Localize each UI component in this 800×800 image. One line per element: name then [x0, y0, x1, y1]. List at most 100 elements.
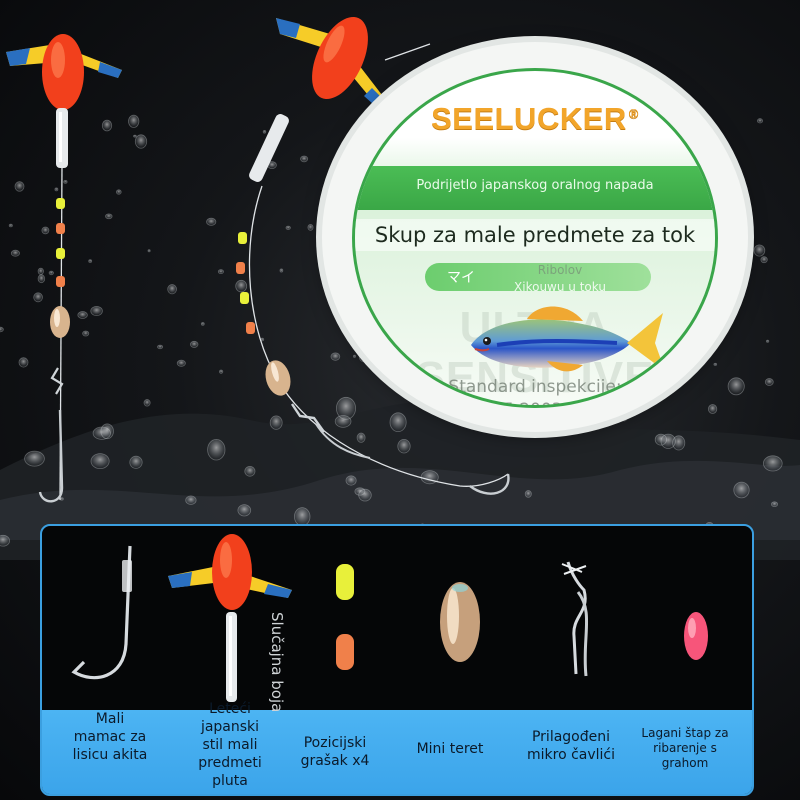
water-droplet	[90, 453, 110, 470]
random-color-note: Slučajna boja	[268, 612, 286, 713]
water-droplet	[207, 439, 226, 461]
water-droplet	[300, 155, 309, 163]
water-droplet	[279, 268, 284, 273]
water-droplet	[189, 340, 199, 348]
water-droplet	[262, 130, 267, 134]
water-droplet	[90, 305, 103, 316]
weight-component	[440, 582, 480, 662]
water-droplet	[157, 344, 164, 350]
water-droplet	[0, 326, 4, 333]
water-droplet	[727, 377, 745, 396]
water-droplet	[733, 481, 750, 499]
water-droplet	[101, 119, 113, 132]
water-droplet	[88, 259, 93, 263]
water-droplet	[18, 357, 29, 368]
water-droplet	[48, 270, 54, 276]
water-droplet	[10, 249, 20, 257]
water-droplet	[762, 455, 783, 472]
hook-label: Mali mamac za lisicu akita	[72, 711, 148, 763]
badge-inner-ring: SEELUCKER® Podrijetlo japanskog oralnog …	[352, 68, 718, 408]
labels-bar	[42, 710, 752, 794]
water-droplet	[269, 415, 283, 430]
water-droplet	[285, 225, 291, 230]
water-droplet	[185, 495, 197, 505]
origin-band	[355, 166, 715, 210]
water-droplet	[37, 274, 46, 284]
water-droplet	[128, 114, 140, 128]
right-float-rig	[236, 16, 510, 495]
hook-component	[71, 545, 132, 680]
water-droplet	[129, 455, 143, 469]
fish-illustration	[471, 306, 665, 372]
product-badge: SEELUCKER® Podrijetlo japanskog oralnog …	[322, 42, 748, 432]
water-droplet	[660, 433, 676, 449]
water-droplet	[260, 337, 265, 342]
float-label: Leteći japanski stil mali predmeti pluta	[198, 701, 262, 789]
water-droplet	[352, 354, 356, 358]
bead-component	[684, 612, 708, 660]
water-droplet	[33, 292, 43, 303]
water-droplet	[760, 256, 768, 264]
water-droplet	[334, 415, 352, 428]
bean-components	[336, 564, 354, 670]
water-droplet	[37, 267, 44, 275]
water-droplet	[707, 404, 718, 414]
water-droplet	[41, 226, 50, 235]
tag-pill	[425, 263, 651, 291]
water-droplet	[176, 359, 186, 367]
water-droplet	[200, 322, 205, 326]
inspection-standard: Standard inspekcije: gb/t5147-2003 (mrež…	[436, 377, 634, 405]
product-headline: Skup za male predmete za tok	[355, 219, 715, 251]
snap-label: Prilagođeni mikro čavlići	[526, 729, 616, 763]
water-droplet	[765, 339, 770, 343]
water-droplet	[0, 534, 10, 547]
water-droplet	[147, 249, 151, 253]
snap-component	[561, 561, 589, 677]
water-droplet	[100, 423, 114, 440]
left-float-rig	[6, 34, 122, 503]
water-droplet	[143, 399, 151, 407]
water-droplet	[14, 181, 25, 192]
water-droplet	[345, 475, 357, 486]
water-droplet	[206, 217, 217, 226]
water-droplet	[316, 240, 320, 244]
components-panel: Slučajna boja Mali mamac za lisicu akita…	[40, 524, 754, 796]
water-droplet	[307, 223, 314, 231]
water-droplet	[105, 213, 113, 220]
tag-pill-text: マイ	[447, 270, 475, 286]
water-droplet	[217, 269, 224, 275]
water-droplet	[354, 487, 366, 496]
water-droplet	[116, 189, 122, 195]
weight-label: Mini teret	[416, 741, 484, 757]
water-droplet	[524, 490, 532, 498]
water-droplet	[167, 284, 177, 295]
subtitle-fishing: Ribolov	[537, 263, 583, 277]
water-droplet	[389, 412, 407, 433]
water-droplet	[397, 439, 411, 454]
brand-logo: SEELUCKER®	[431, 101, 639, 136]
water-droplet	[713, 362, 718, 366]
water-droplet	[237, 504, 252, 517]
water-droplet	[219, 369, 224, 374]
water-droplet	[54, 187, 59, 192]
water-droplet	[133, 134, 137, 138]
float-component	[168, 534, 292, 702]
water-droplet	[24, 450, 45, 467]
water-droplet	[753, 244, 766, 257]
water-droplet	[134, 134, 148, 149]
water-droplet	[244, 465, 256, 477]
subtitle-stream: Xikouwu u toku	[514, 280, 606, 294]
water-droplet	[757, 118, 764, 124]
water-droplet	[235, 279, 248, 293]
water-droplet	[771, 501, 779, 508]
water-droplet	[82, 330, 90, 337]
water-droplet	[8, 223, 13, 228]
water-droplet	[77, 311, 88, 319]
bead-label: Lagani štap za ribarenje s grahom	[641, 726, 729, 770]
water-droplet	[63, 179, 68, 184]
water-droplet	[356, 432, 366, 443]
water-droplet	[330, 352, 341, 361]
water-droplet	[764, 378, 774, 386]
